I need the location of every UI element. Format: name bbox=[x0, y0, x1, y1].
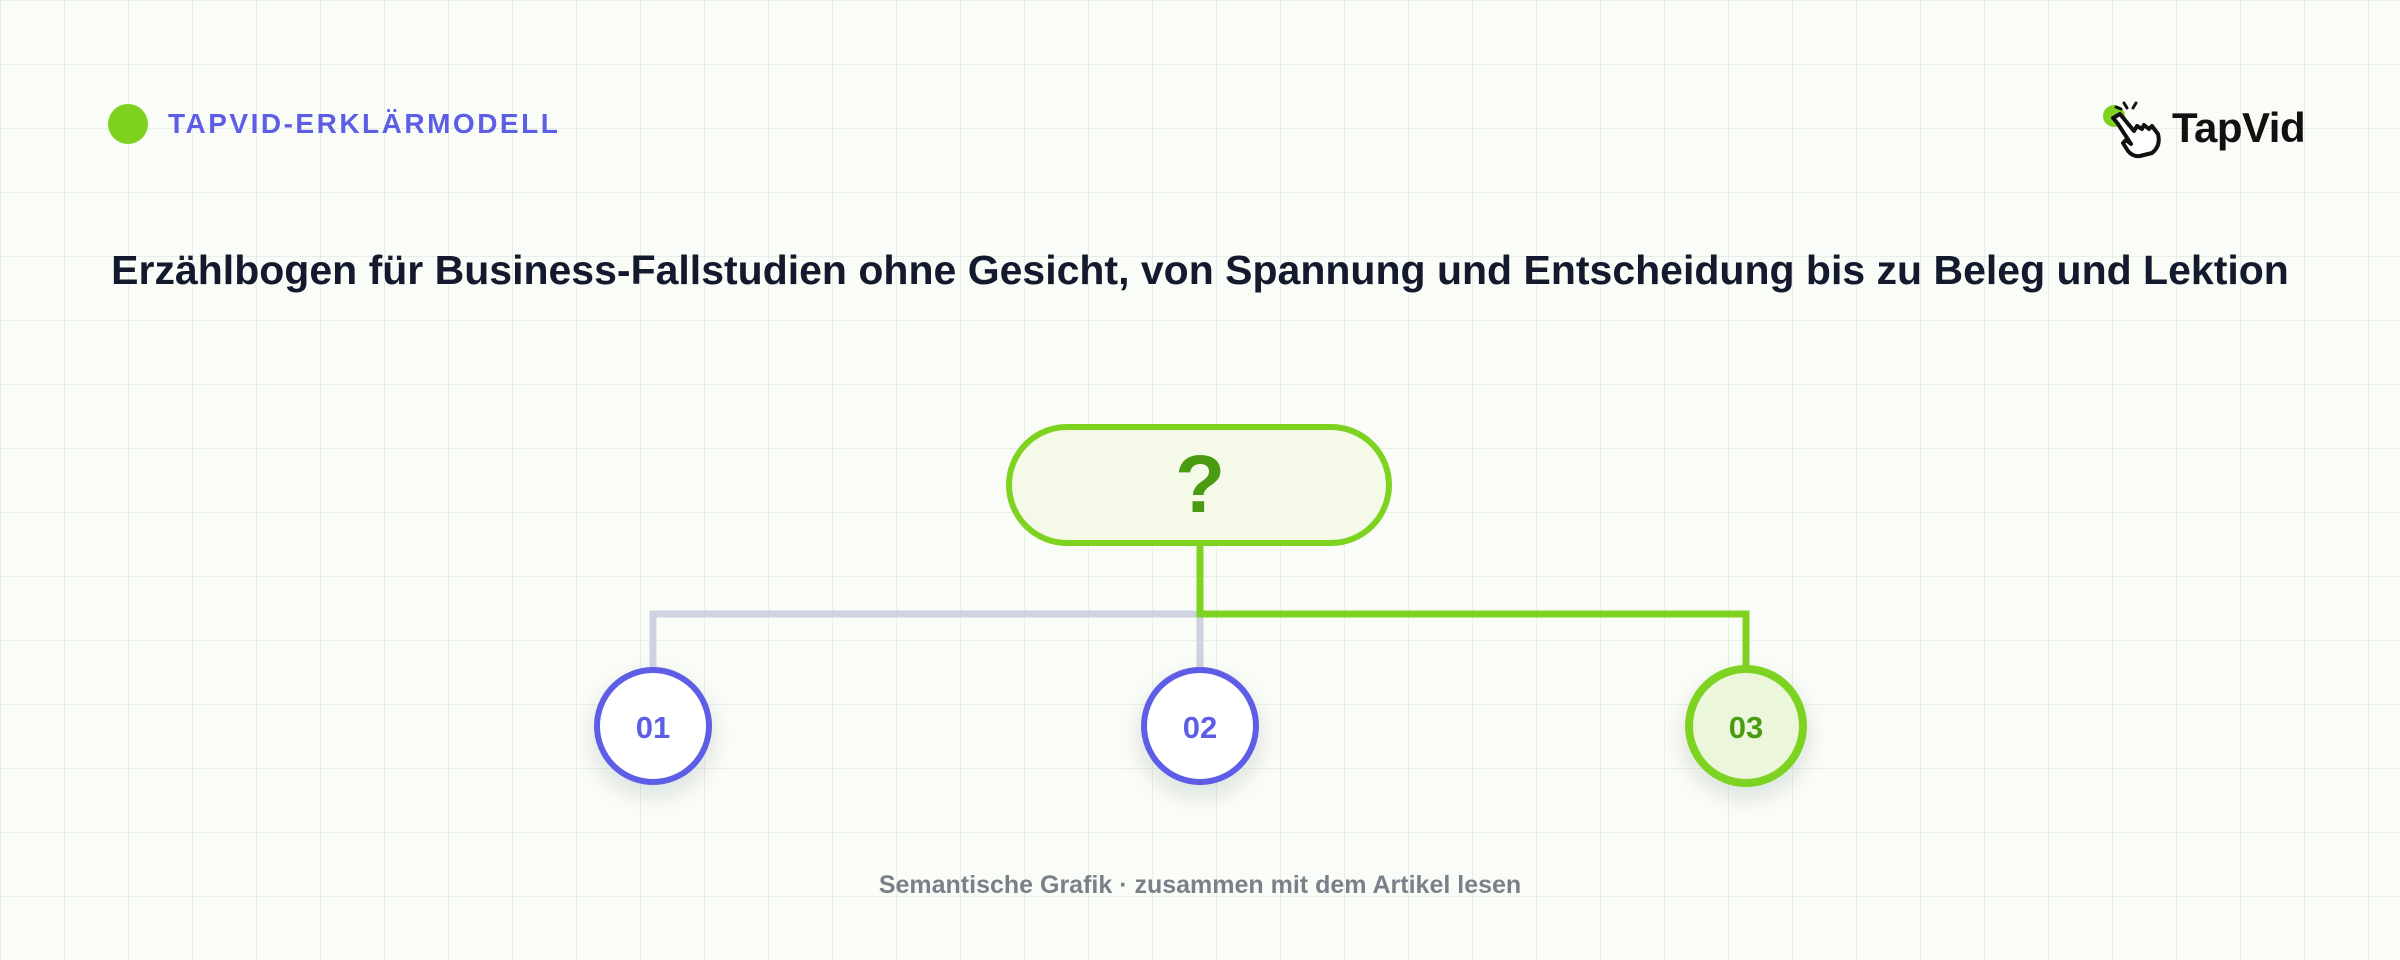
step-node-01: 01 bbox=[594, 667, 712, 785]
logo-wordmark: TapVid bbox=[2172, 104, 2306, 151]
connector-left bbox=[649, 610, 1200, 668]
tapvid-logo: TapVid bbox=[2100, 96, 2310, 160]
root-question-mark: ? bbox=[1175, 439, 1225, 530]
step-node-label: 02 bbox=[1183, 710, 1217, 745]
tap-hand-icon bbox=[2103, 101, 2161, 159]
step-node-label: 01 bbox=[636, 710, 670, 745]
brand-dot-icon bbox=[108, 104, 148, 144]
connector-highlight bbox=[1196, 544, 1750, 668]
step-node-label: 03 bbox=[1729, 710, 1763, 745]
root-node: ? bbox=[1006, 424, 1392, 546]
step-node-02: 02 bbox=[1141, 667, 1259, 785]
page-title: Erzählbogen für Business-Fallstudien ohn… bbox=[111, 247, 2289, 293]
brand-label: TAPVID-ERKLÄRMODELL bbox=[168, 108, 561, 139]
step-node-03: 03 bbox=[1685, 665, 1807, 787]
footer-note: Semantische Grafik · zusammen mit dem Ar… bbox=[878, 871, 1522, 899]
